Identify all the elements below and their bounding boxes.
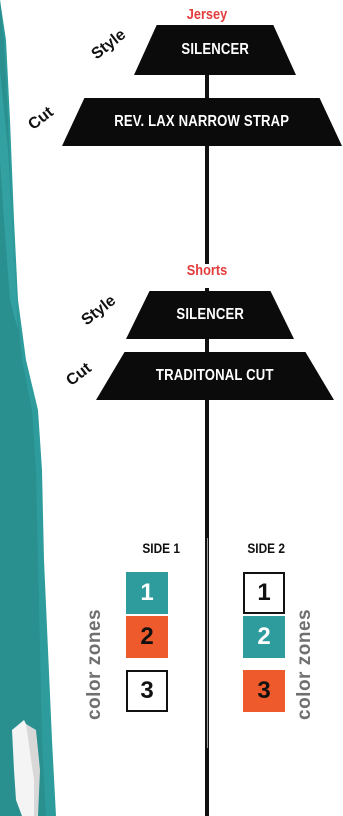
shorts-cut-value-block: TRADITONAL CUT	[96, 352, 334, 400]
side-2-zone-1: 1	[243, 572, 285, 614]
side-2-label: SIDE 2	[236, 540, 296, 556]
color-zones-caption-left: color zones	[84, 609, 106, 720]
jersey-style-tag: Style	[89, 26, 130, 64]
side-1-label: SIDE 1	[131, 540, 191, 556]
zones-divider	[207, 538, 208, 748]
shorts-section-label: Shorts	[176, 262, 239, 279]
side-1-zone-1: 1	[126, 572, 168, 614]
side-1-zone-3: 3	[126, 670, 168, 712]
color-zones-caption-right: color zones	[294, 609, 316, 720]
side-2-zone-3: 3	[243, 670, 285, 712]
jersey-section-label: Jersey	[176, 6, 239, 23]
shorts-style-tag: Style	[79, 292, 120, 330]
shorts-cut-tag: Cut	[63, 360, 95, 391]
jersey-cut-value: REV. LAX NARROW STRAP	[62, 98, 342, 146]
jersey-style-value: SILENCER	[134, 25, 296, 75]
shorts-style-value: SILENCER	[126, 291, 294, 339]
side-1-zone-2: 2	[126, 616, 168, 658]
side-2-zone-2: 2	[243, 616, 285, 658]
